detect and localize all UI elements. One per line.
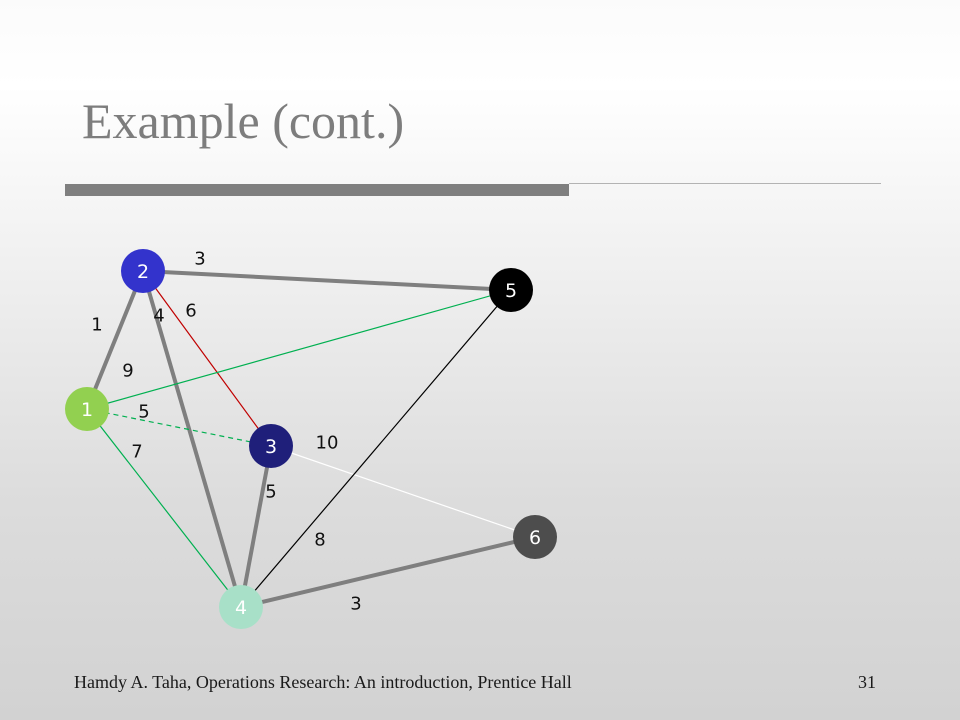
- edge-2-4: [141, 270, 243, 608]
- edge-4-6: [240, 535, 536, 609]
- slide-title: Example (cont.): [82, 93, 405, 149]
- page-number: 31: [858, 672, 876, 692]
- edge-weight-1-4: 7: [131, 442, 142, 463]
- edge-weight-1-5: 9: [122, 361, 133, 382]
- node-circle-2: [121, 249, 165, 293]
- edge-3-6: [270, 445, 536, 538]
- edge-1-4: [86, 408, 242, 608]
- node-label-1: 1: [81, 399, 93, 421]
- edge-weight-4-6: 3: [350, 594, 361, 615]
- edge-1-5: [86, 289, 512, 410]
- node-6: 6: [513, 515, 557, 559]
- node-label-3: 3: [265, 436, 277, 458]
- node-label-6: 6: [529, 527, 541, 549]
- edge-weight-3-4: 5: [265, 482, 276, 503]
- edge-1-2: [85, 270, 145, 410]
- node-5: 5: [489, 268, 533, 312]
- edge-3-4: [239, 445, 273, 608]
- edge-weight-1-2: 1: [91, 315, 102, 336]
- title-rule-thin: [569, 183, 881, 184]
- node-1: 1: [65, 387, 109, 431]
- edge-weight-2-5: 3: [194, 249, 205, 270]
- node-circle-1: [65, 387, 109, 431]
- node-circle-6: [513, 515, 557, 559]
- edge-weight-2-3: 6: [185, 301, 196, 322]
- edge-1-3: [86, 408, 272, 447]
- node-label-2: 2: [137, 261, 149, 283]
- node-label-5: 5: [505, 280, 517, 302]
- edge-2-5: [142, 269, 512, 292]
- edge-weight-2-4: 4: [153, 306, 164, 327]
- node-label-4: 4: [235, 597, 247, 619]
- node-circle-4: [219, 585, 263, 629]
- edge-weight-3-6: 10: [316, 433, 339, 454]
- edge-weight-1-3: 5: [138, 402, 149, 423]
- edge-4-5: [240, 289, 512, 608]
- node-4: 4: [219, 585, 263, 629]
- edge-2-3: [142, 270, 272, 447]
- title-rule-thick: [65, 184, 569, 196]
- node-2: 2: [121, 249, 165, 293]
- node-circle-3: [249, 424, 293, 468]
- edge-weight-4-5: 8: [314, 530, 325, 551]
- footer-source: Hamdy A. Taha, Operations Research: An i…: [74, 672, 572, 692]
- node-3: 3: [249, 424, 293, 468]
- node-circle-5: [489, 268, 533, 312]
